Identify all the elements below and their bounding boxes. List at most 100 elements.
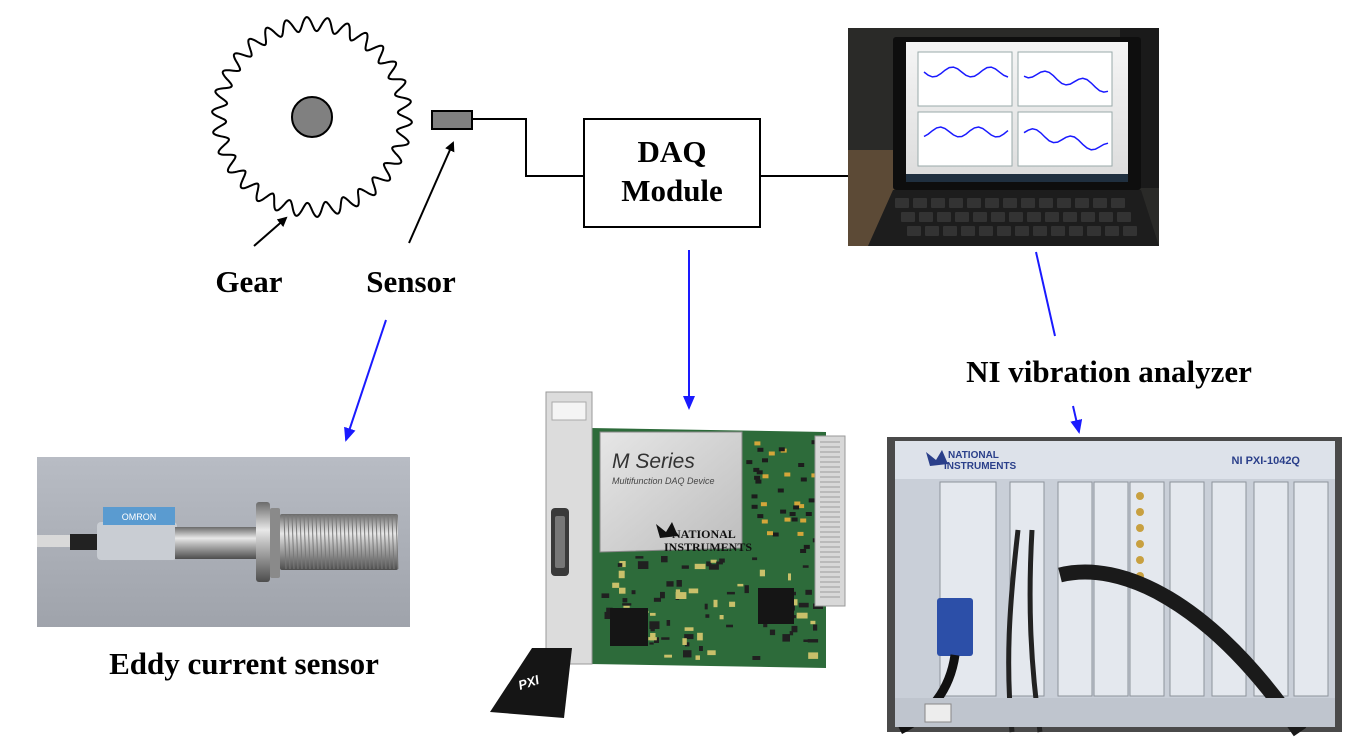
- pcb-part: [661, 637, 670, 640]
- gear-label: Gear: [215, 264, 282, 299]
- pcb-part: [710, 559, 717, 563]
- pcb-part: [811, 473, 818, 478]
- graph-trace: [923, 126, 1009, 138]
- edge-connector: [820, 441, 840, 598]
- pcb-part: [813, 624, 818, 631]
- thread-line: [323, 514, 327, 570]
- pcb-part: [713, 599, 718, 608]
- key: [979, 226, 993, 236]
- key: [925, 226, 939, 236]
- gear-hub: [291, 96, 333, 138]
- key: [1093, 198, 1107, 208]
- pcb-part: [726, 591, 735, 595]
- daq-card-photo: M Series Multifunction DAQ Device NATION…: [490, 391, 846, 718]
- eddy-sensor-photo: OMRON: [37, 457, 410, 627]
- chassis-slot: [939, 481, 997, 697]
- graph-panel: [1017, 51, 1113, 107]
- pcb-part: [789, 512, 796, 516]
- card-ni-brand-1: NATIONAL: [672, 527, 736, 541]
- pcb-part: [612, 582, 620, 588]
- pcb-part: [695, 655, 700, 660]
- pcb-part: [791, 517, 798, 522]
- pcb-part: [650, 612, 656, 616]
- laptop-to-label-line: [1035, 251, 1056, 337]
- pcb-part: [675, 592, 687, 599]
- key: [1063, 212, 1077, 222]
- pcb-part: [737, 583, 744, 587]
- smb-connector: [1136, 524, 1144, 532]
- pcb-part: [788, 573, 791, 581]
- daq-module-box: [583, 118, 761, 228]
- pcb-part: [762, 474, 769, 479]
- pcb-part: [759, 569, 765, 577]
- pxi-chassis-photo: NATIONAL INSTRUMENTS NI PXI-1042Q: [887, 437, 1342, 737]
- smb-connector: [1136, 508, 1144, 516]
- key: [967, 198, 981, 208]
- pcb-part: [793, 505, 800, 510]
- pcb-part: [772, 532, 779, 537]
- thread-line: [283, 514, 287, 570]
- graph-trace: [1023, 128, 1109, 151]
- pcb-part: [792, 615, 796, 619]
- pcb-part: [661, 556, 668, 563]
- pcb-part: [798, 602, 809, 608]
- pcb-part: [778, 447, 785, 452]
- thread-line: [375, 514, 379, 570]
- thread-line: [367, 514, 371, 570]
- pcb-part: [685, 642, 690, 647]
- pcb-part: [800, 518, 807, 523]
- pcb-part: [777, 488, 784, 493]
- thread-line: [347, 514, 351, 570]
- graph-panel: [1017, 111, 1113, 167]
- pcb-part: [755, 479, 762, 484]
- sensor-label: Sensor: [366, 264, 456, 299]
- pcb-part: [746, 460, 753, 465]
- key: [1039, 198, 1053, 208]
- key: [919, 212, 933, 222]
- pcb-part: [802, 565, 809, 568]
- key: [1045, 212, 1059, 222]
- pcb-part: [767, 531, 773, 536]
- pcb-part: [757, 514, 764, 519]
- pcb-part: [650, 633, 656, 641]
- pcb-part: [789, 631, 794, 636]
- pcb-part: [761, 519, 768, 524]
- pcb-part: [623, 605, 630, 608]
- m-series-title: M Series: [612, 450, 695, 473]
- pcb-part: [807, 639, 819, 643]
- thread-line: [331, 514, 335, 570]
- pcb-part: [648, 637, 657, 641]
- smb-connector: [1136, 492, 1144, 500]
- pcb-part: [664, 654, 672, 658]
- pcb-part: [810, 620, 816, 625]
- pcb-part: [760, 502, 767, 507]
- pcb-part: [719, 558, 725, 563]
- thread-line: [359, 514, 363, 570]
- pcb-part: [684, 627, 694, 631]
- chassis-slot: [1057, 481, 1093, 697]
- sensor-to-daq-wire: [472, 118, 584, 177]
- chassis-slot: [1169, 481, 1205, 697]
- eddy-current-sensor-label: Eddy current sensor: [109, 646, 379, 681]
- laptop-photo: [848, 28, 1159, 246]
- sensor-tag-text: OMRON: [122, 512, 157, 522]
- pcb-part: [635, 556, 644, 559]
- sensor-block: [431, 110, 473, 130]
- pcb-part: [782, 634, 790, 642]
- graph-trace: [923, 66, 1009, 78]
- chassis-slot: [1293, 481, 1329, 697]
- key: [1081, 212, 1095, 222]
- pcb-part: [796, 612, 808, 619]
- pcb-part: [688, 588, 699, 594]
- thread-line: [383, 514, 387, 570]
- pcb-part: [752, 656, 761, 660]
- pcb-part: [726, 624, 733, 628]
- key: [1069, 226, 1083, 236]
- pcb-part: [808, 652, 819, 659]
- key: [1003, 198, 1017, 208]
- thread-line: [343, 514, 347, 570]
- thread-line: [355, 514, 359, 570]
- pcb-part: [666, 620, 671, 626]
- key: [1057, 198, 1071, 208]
